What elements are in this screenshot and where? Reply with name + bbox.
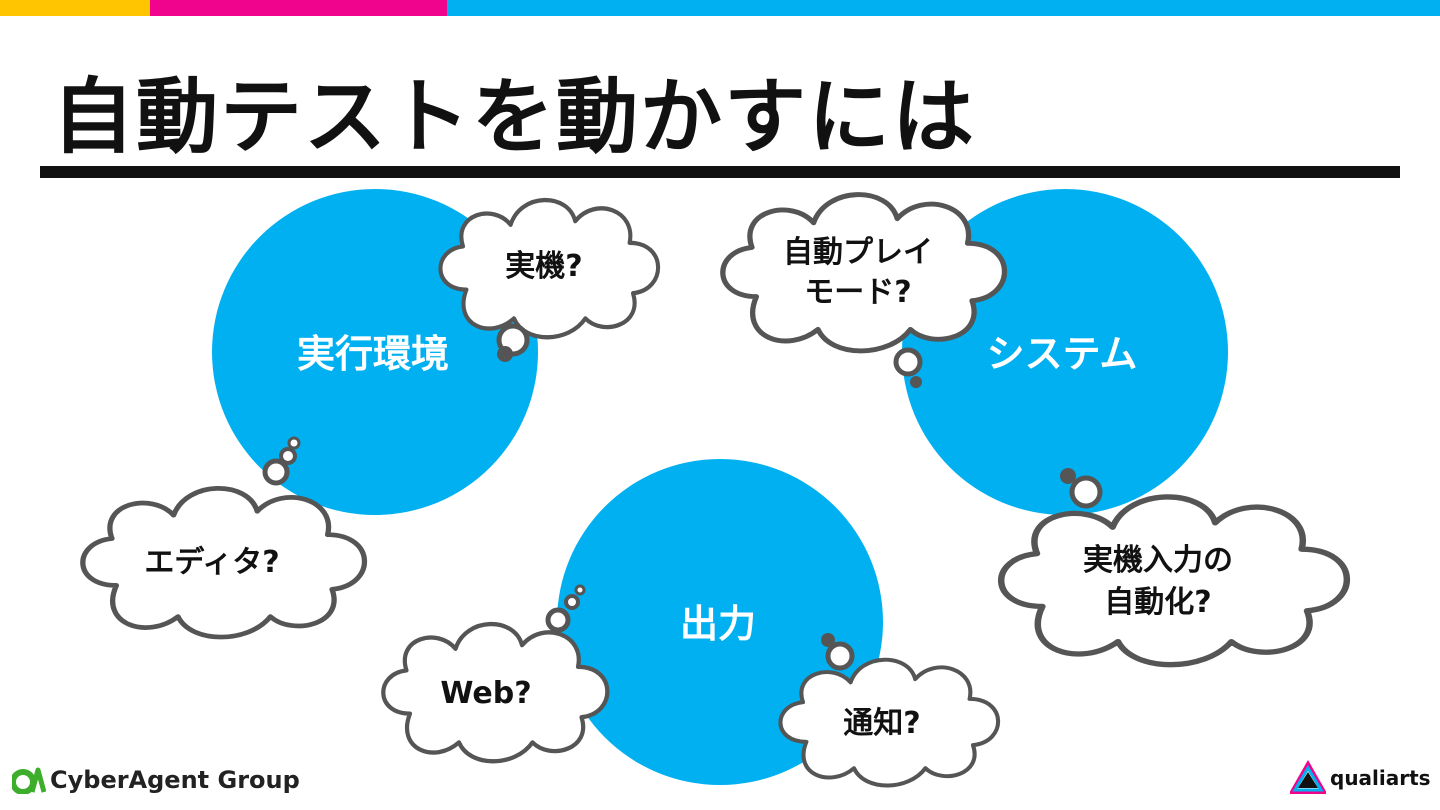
title-underline [40, 166, 1400, 178]
circle-label-env: 実行環境 [297, 332, 449, 376]
thought-bubble-editor: エディタ? [83, 436, 365, 637]
cyberagent-logo-text: CyberAgent Group [50, 766, 300, 794]
circle-label-output: 出力 [680, 602, 756, 646]
thought-bubble-device: 実機? [440, 200, 658, 362]
thought-bubble-notify: 通知? [780, 633, 998, 786]
bar-blue [447, 0, 1440, 16]
bubble-text-editor: エディタ? [144, 545, 279, 580]
thought-bubble-device-input: 実機入力の 自動化? [1001, 468, 1347, 665]
slide-title: 自動テストを動かすには [52, 70, 977, 165]
bubble-text-autoplay-line1: 自動プレイ [783, 235, 933, 270]
thought-bubble-web: Web? [383, 584, 607, 761]
thought-bubble-autoplay: 自動プレイ モード? [723, 195, 1005, 388]
cyberagent-logo: CyberAgent Group [12, 766, 300, 794]
bubble-text-device: 実機? [505, 249, 582, 284]
bubble-text-device-input-line1: 実機入力の [1083, 543, 1233, 578]
cyberagent-ca-icon [12, 767, 46, 794]
bubble-text-autoplay-line2: モード? [804, 275, 911, 310]
circle-label-system: システム [987, 332, 1138, 376]
qualiarts-logo: qualiarts [1290, 760, 1431, 796]
bubble-text-notify: 通知? [843, 706, 920, 741]
bubble-text-device-input-line2: 自動化? [1104, 585, 1211, 620]
bubble-text-web: Web? [440, 676, 531, 711]
bar-yellow [0, 0, 150, 16]
top-color-bar [0, 0, 1440, 16]
bar-pink [150, 0, 447, 16]
qualiarts-triangle-icon [1290, 760, 1326, 794]
qualiarts-logo-text: qualiarts [1330, 766, 1431, 790]
